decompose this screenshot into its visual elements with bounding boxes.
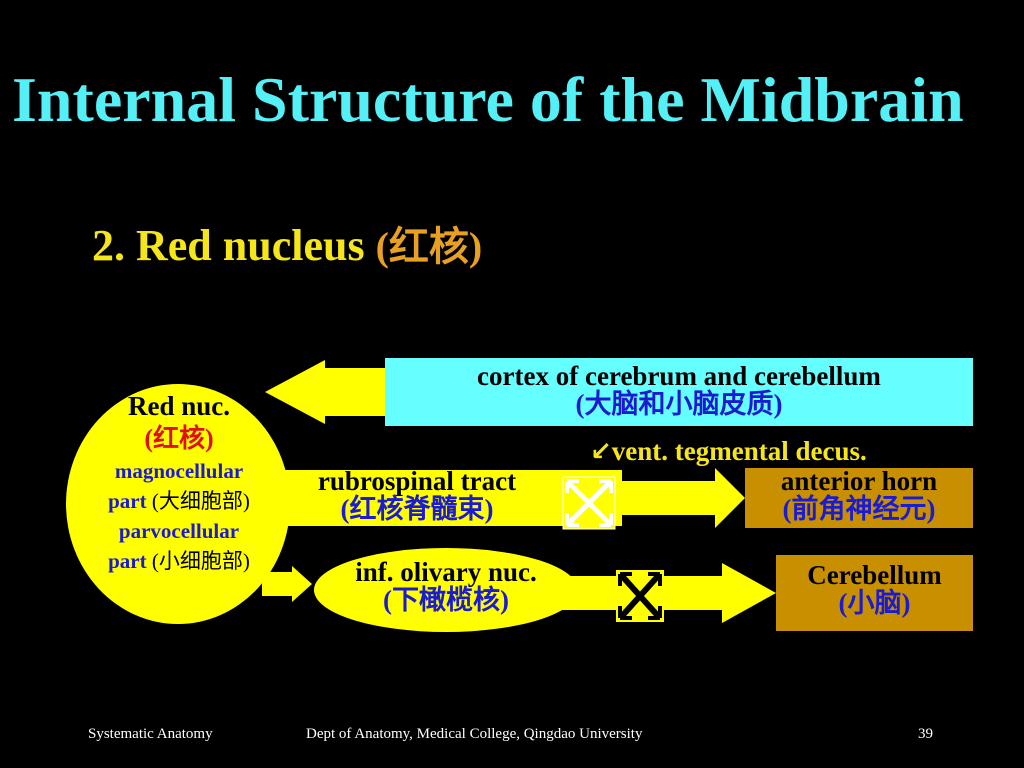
anterior-horn-label: anterior horn (前角神经元) <box>745 467 973 523</box>
magnocellular-part-zh: (大细胞部) <box>151 489 250 513</box>
subtitle-main: 2. Red nucleus <box>92 221 376 270</box>
decussation-note: ↙vent. tegmental decus. <box>590 436 867 467</box>
cortex-label: cortex of cerebrum and cerebellum (大脑和小脑… <box>385 362 973 418</box>
red-nucleus-title-zh: (红核) <box>144 424 214 453</box>
red-nucleus-title: Red nuc. <box>127 391 230 421</box>
olivary-label: inf. olivary nuc. (下橄榄核) <box>320 558 572 614</box>
parvocellular-part-zh: (小细胞部) <box>151 549 250 573</box>
parvocellular-part-en: part <box>108 549 152 573</box>
rubrospinal-label-zh: (红核脊髓束) <box>340 494 494 524</box>
cerebellum-label: Cerebellum (小脑) <box>776 561 973 617</box>
subtitle-zh: (红核) <box>375 224 483 269</box>
footer-left: Systematic Anatomy <box>88 726 213 742</box>
anterior-horn-label-zh: (前角神经元) <box>782 494 936 524</box>
anterior-horn-box <box>745 468 973 528</box>
cerebellum-box <box>776 555 973 631</box>
slide-title: Internal Structure of the Midbrain <box>12 64 964 135</box>
decussation-note-text: vent. tegmental decus. <box>611 436 867 466</box>
footer-center: Dept of Anatomy, Medical College, Qingda… <box>306 726 643 742</box>
parvocellular-label: parvocellular <box>118 519 240 543</box>
olivary-cerebellum-arrow <box>560 563 776 623</box>
olivary-ellipse <box>314 548 578 632</box>
cortex-label-zh: (大脑和小脑皮质) <box>575 389 783 419</box>
cerebellum-label-zh: (小脑) <box>838 588 911 618</box>
rubrospinal-label: rubrospinal tract (红核脊髓束) <box>282 467 552 523</box>
anterior-horn-label-en: anterior horn <box>780 466 938 496</box>
slide-subtitle: 2. Red nucleus (红核) <box>92 220 482 273</box>
cerebellum-label-en: Cerebellum <box>807 560 942 590</box>
magnocellular-label: magnocellular <box>114 459 244 483</box>
olivary-label-en: inf. olivary nuc. <box>355 557 537 587</box>
arrow-to-cortex <box>265 360 385 424</box>
red-nucleus-ellipse <box>66 384 290 624</box>
rubrospinal-arrow <box>620 468 745 528</box>
cortex-label-en: cortex of cerebrum and cerebellum <box>477 361 881 391</box>
magnocellular-part: part (大细胞部) <box>74 486 284 516</box>
red-nucleus-label: Red nuc. (红核) magnocellular part (大细胞部) … <box>74 390 284 576</box>
footer-page-number: 39 <box>918 726 933 742</box>
magnocellular-part-en: part <box>108 489 152 513</box>
arrow-down-left-icon: ↙ <box>590 437 612 467</box>
cortex-box <box>385 358 973 426</box>
parvocellular-part: part (小细胞部) <box>74 546 284 576</box>
rubrospinal-label-en: rubrospinal tract <box>317 466 517 496</box>
arrow-to-olivary <box>262 566 312 602</box>
decussation-cross-icon <box>562 476 616 530</box>
olivary-label-zh: (下橄榄核) <box>383 585 509 615</box>
olivary-cross-icon <box>616 570 664 622</box>
